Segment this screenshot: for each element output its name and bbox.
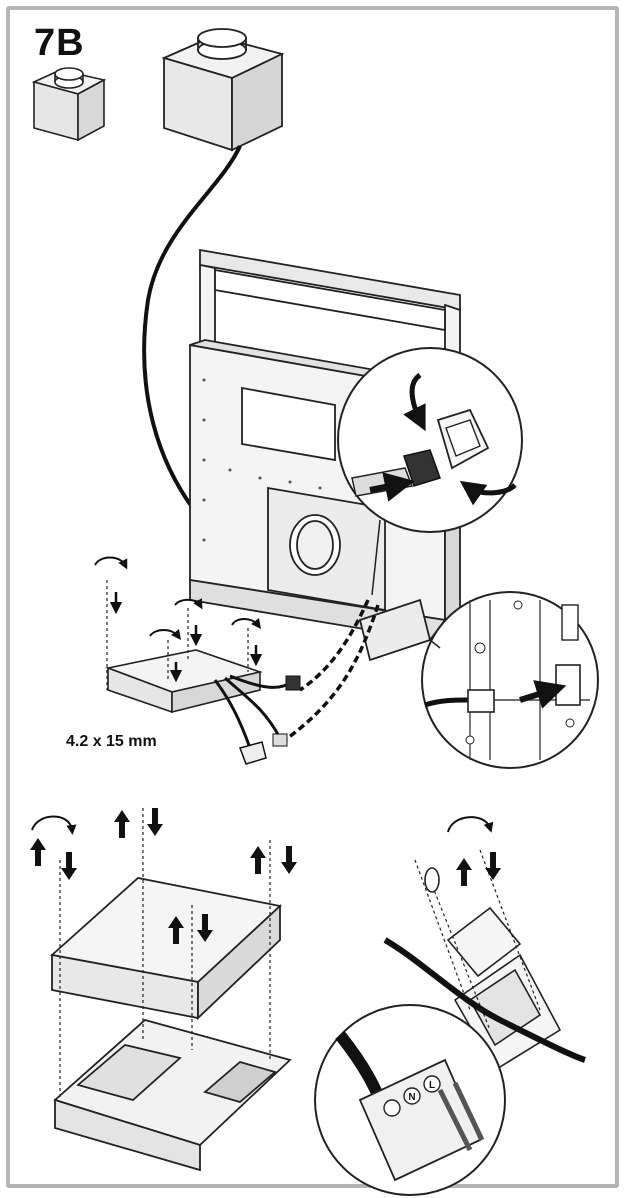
terminal-letter-l: L	[429, 1080, 435, 1091]
cable-clamp-icon	[424, 867, 440, 893]
mains-plug-icon	[239, 741, 267, 765]
screw-size-label: 4.2 x 15 mm	[66, 733, 157, 750]
connector-plug-1	[285, 675, 301, 691]
down-arrows	[109, 592, 263, 683]
dashed-cable-1	[299, 599, 370, 692]
rotation-arrows	[31, 815, 494, 835]
up-down-arrows	[30, 808, 297, 944]
connector-detail-callout	[337, 347, 523, 596]
cover-plate	[50, 877, 282, 1021]
dashed-cable-2	[283, 604, 380, 742]
terminal-cable	[383, 937, 586, 1063]
terminal-screws	[414, 849, 541, 1031]
transformer-box-icon	[161, 28, 285, 152]
small-transformer-icon	[31, 67, 107, 142]
cover-screw-lines	[59, 808, 271, 1100]
hood-dots	[202, 378, 322, 542]
connector-plug-2	[272, 733, 288, 747]
terminal-detail-callout: N L	[314, 1004, 506, 1196]
terminal-arrows	[456, 852, 501, 886]
junction-box	[105, 649, 263, 714]
base-chassis	[53, 1019, 292, 1172]
step-label: 7B	[34, 22, 85, 64]
plug-detail-callout	[421, 591, 599, 769]
terminal-letter-n: N	[408, 1092, 415, 1103]
mounting-screws	[106, 580, 249, 690]
screwdriver-arrows	[94, 556, 262, 640]
